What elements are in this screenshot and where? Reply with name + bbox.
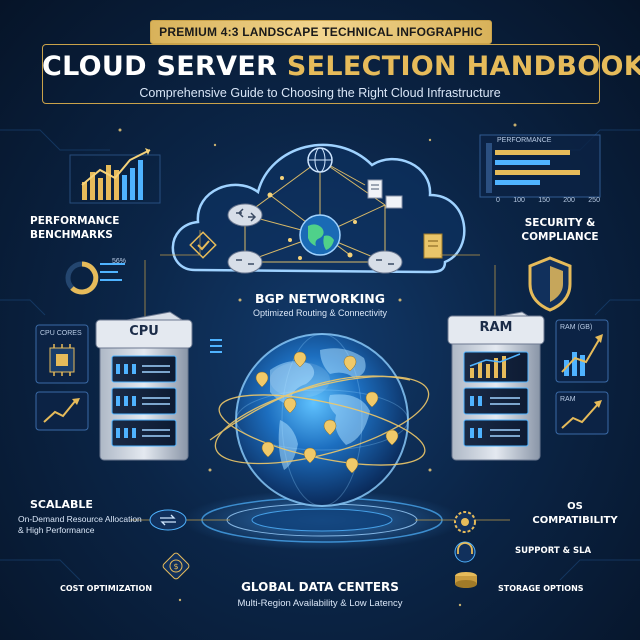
performance-label: PERFORMANCE BENCHMARKS [30,214,119,242]
axis-tick: 200 [563,197,575,204]
axis-tick: 150 [538,197,550,204]
title-frame [42,44,600,104]
disk-icon [455,572,477,588]
headset-icon [454,541,476,563]
svg-text:$: $ [173,562,178,571]
performance-label-line1: PERFORMANCE [30,215,120,227]
cpu-server [95,311,193,461]
title-part2: SELECTION HANDBOOK [286,51,640,82]
bgp-title: BGP NETWORKING [255,291,385,306]
os-line2: COMPATIBILITY [532,515,618,526]
cost-label: COST OPTIMIZATION [60,584,153,593]
globe-icon [299,214,341,256]
axis-tick: 250 [588,197,600,204]
orbit-lines [209,375,430,466]
security-line2: COMPLIANCE [521,231,599,243]
scalable-title: SCALABLE [30,498,93,511]
datacenters-title: GLOBAL DATA CENTERS [241,580,399,594]
scalable-line2: & High Performance [18,525,95,535]
security-line1: SECURITY & [524,217,596,229]
transfer-icon [149,509,187,531]
ram-server [447,311,545,461]
check-icon [189,231,217,259]
cpu-server-label: CPU [129,324,159,339]
ram-gb-label: RAM (GB) [560,324,593,331]
bar-chart-icon [479,134,601,198]
os-line1: OS [567,501,583,512]
datacenters-subtitle: Multi-Region Availability & Low Latency [237,598,403,609]
dollar-icon: $ [162,552,190,580]
ram-server-label: RAM [479,320,513,335]
line-chart-icon [35,391,89,431]
cloud-network [171,143,466,274]
right-chart-axis: 0 100 150 200 250 [496,197,600,204]
document-icon [385,195,403,209]
storage-label: STORAGE OPTIONS [498,584,584,593]
cpu-cores-label: CPU CORES [40,330,82,337]
shield-icon [528,256,572,312]
axis-tick: 0 [496,197,500,204]
location-pins [255,351,399,474]
gauge-icon [65,261,125,295]
security-label: SECURITY & COMPLIANCE [510,216,610,244]
performance-label-line2: BENCHMARKS [30,229,113,241]
gauge-value: 56% [112,258,127,265]
support-label: SUPPORT & SLA [515,546,592,556]
axis-tick: 100 [513,197,525,204]
tagline: PREMIUM 4:3 LANDSCAPE TECHNICAL INFOGRAP… [150,20,492,44]
os-label: OS COMPATIBILITY [520,500,630,528]
line-chart-icon [555,391,609,435]
bgp-subtitle: Optimized Routing & Connectivity [252,308,388,318]
router-icon [227,203,263,227]
globe-icon [307,147,333,173]
scalable-desc: On-Demand Resource Allocation & High Per… [18,514,142,536]
bar-chart-icon [69,148,161,204]
document-icon [367,179,383,199]
scalable-line1: On-Demand Resource Allocation [18,514,142,524]
line-chart-icon [555,319,609,383]
page-subtitle: Comprehensive Guide to Choosing the Righ… [139,86,501,100]
document-icon [423,233,443,259]
page-title: CLOUD SERVER SELECTION HANDBOOK [42,49,640,85]
router-icon [227,250,263,274]
router-icon [367,250,403,274]
list-icon [210,339,222,353]
ram-chart-label: RAM [560,396,576,403]
title-part1: CLOUD SERVER [42,51,278,82]
globe [235,333,409,507]
chip-icon [35,324,89,384]
gear-icon [454,511,476,533]
right-chart-title: PERFORMANCE [497,137,552,144]
